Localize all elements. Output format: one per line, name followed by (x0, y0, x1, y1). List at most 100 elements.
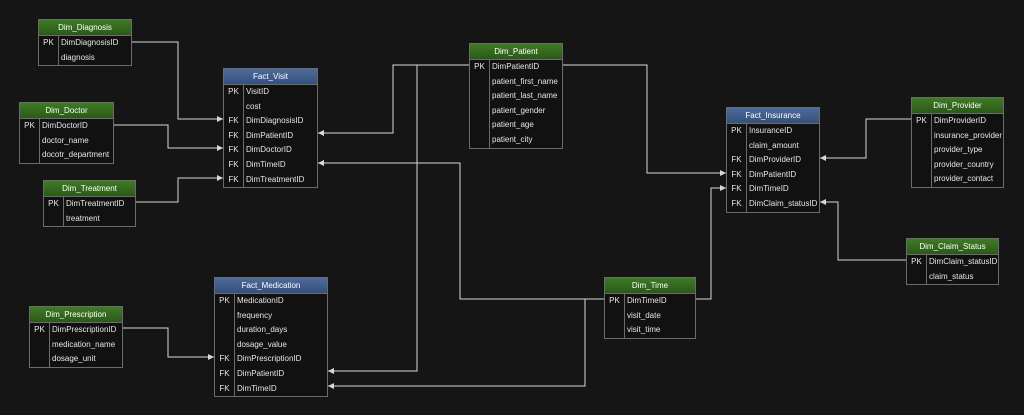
column-row: patient_age (470, 118, 562, 133)
column-row: visit_date (605, 308, 695, 324)
link-prescription-medication (123, 327, 214, 360)
column-name: DimDiagnosisID (246, 116, 304, 126)
table-title: Dim_Prescription (30, 307, 122, 323)
key-label: PK (215, 294, 235, 309)
key-label (605, 323, 625, 338)
column-name: insurance_provider (934, 130, 1003, 140)
column-row: dosage_value (215, 337, 327, 353)
column-name: cost (246, 101, 261, 111)
column-row: docotr_department (20, 148, 113, 163)
column-name: DimDoctorID (42, 121, 88, 130)
column-name: DimPrescriptionID (237, 354, 302, 364)
column-name: docotr_department (42, 150, 110, 160)
key-label (30, 352, 50, 367)
key-label (215, 308, 235, 324)
key-label: FK (224, 172, 244, 188)
column-name: patient_last_name (492, 91, 558, 101)
link-treatment-visit (136, 175, 223, 203)
column-name: provider_country (934, 159, 994, 169)
table-title: Dim_Claim_Status (907, 239, 998, 255)
column-name: visit_date (627, 310, 661, 320)
key-label (907, 269, 927, 285)
key-label (912, 128, 932, 144)
key-label (912, 157, 932, 173)
column-row: claim_amount (727, 138, 819, 154)
column-name: DimProviderID (749, 155, 802, 165)
column-name: DimPatientID (246, 130, 294, 140)
column-name: DimClaim_statusID (749, 198, 818, 208)
table-title: Dim_Treatment (44, 181, 135, 197)
column-row: claim_status (907, 269, 998, 285)
key-label: FK (224, 128, 244, 144)
column-name: patient_gender (492, 105, 546, 115)
column-name: DimClaim_statusID (929, 257, 998, 266)
column-row: dosage_unit (30, 352, 122, 367)
link-time-medication (328, 298, 604, 389)
column-row: treatment (44, 211, 135, 227)
table-title: Dim_Time (605, 278, 695, 294)
key-label: FK (224, 114, 244, 129)
key-label (470, 89, 490, 104)
column-name: VisitID (246, 87, 269, 96)
column-name: patient_city (492, 134, 533, 144)
column-name: provider_contact (934, 174, 994, 184)
column-name: doctor_name (42, 135, 89, 145)
table-title: Fact_Insurance (727, 108, 819, 124)
column-name: medication_name (52, 339, 116, 349)
column-name: InsuranceID (749, 126, 793, 135)
column-row: medication_name (30, 337, 122, 353)
link-time-insurance (696, 185, 726, 300)
column-row: cost (224, 99, 317, 115)
key-label: PK (39, 36, 59, 51)
table-title: Dim_Provider (912, 98, 1003, 114)
key-label (470, 118, 490, 133)
column-name: DimPrescriptionID (52, 325, 117, 334)
key-label: PK (727, 124, 747, 139)
key-label: PK (470, 60, 490, 75)
key-label: FK (215, 381, 235, 397)
column-name: diagnosis (61, 52, 95, 62)
column-name: claim_amount (749, 140, 799, 150)
column-row: patient_city (470, 132, 562, 148)
table-title: Dim_Doctor (20, 103, 113, 119)
column-name: MedicationID (237, 296, 284, 305)
key-label: PK (605, 294, 625, 309)
key-label (20, 133, 40, 149)
key-label: PK (912, 114, 932, 129)
key-label (30, 337, 50, 353)
column-row: patient_first_name (470, 74, 562, 90)
column-name: DimProviderID (934, 116, 987, 125)
key-label (470, 103, 490, 119)
key-label (727, 138, 747, 154)
column-name: DimDiagnosisID (61, 38, 119, 47)
